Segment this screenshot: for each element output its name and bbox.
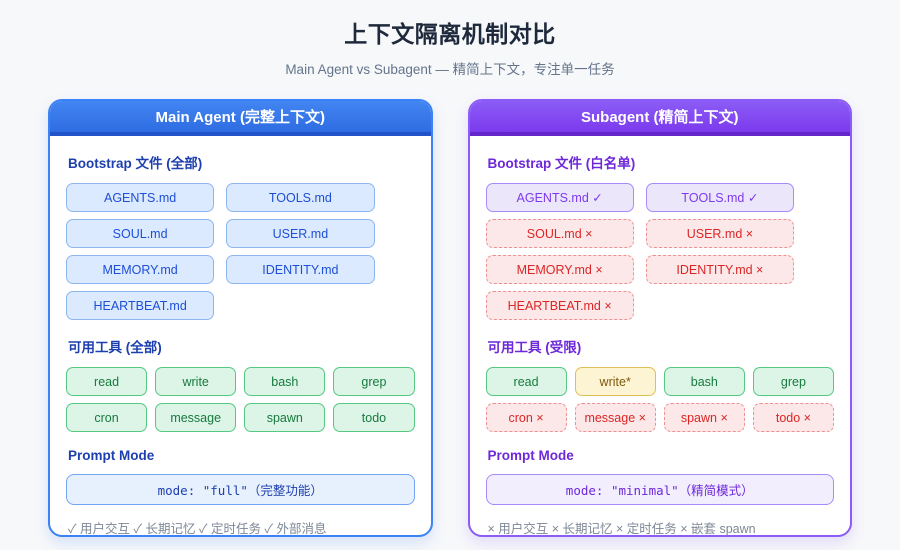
sub-capabilities-line: × 用户交互 × 长期记忆 × 定时任务 × 嵌套 spawn [487, 522, 756, 536]
tool-chip: message [155, 403, 237, 432]
tool-chip: todo [333, 403, 415, 432]
page-title: 上下文隔离机制对比 [344, 21, 556, 47]
sub-tools-heading: 可用工具 (受限) [487, 340, 582, 355]
file-chip: AGENTS.md ✓ [485, 183, 634, 212]
main-tools-heading: 可用工具 (全部) [68, 340, 162, 355]
main-agent-card-header: Main Agent (完整上下文) [50, 101, 431, 136]
main-files-grid: AGENTS.md TOOLS.md SOUL.md USER.md MEMOR… [66, 183, 375, 320]
tool-chip: spawn [244, 403, 326, 432]
tool-chip: cron [66, 403, 148, 432]
file-chip: TOOLS.md ✓ [645, 183, 794, 212]
sub-prompt-heading: Prompt Mode [487, 448, 574, 463]
file-chip: USER.md [226, 219, 375, 248]
file-chip: IDENTITY.md × [645, 255, 794, 284]
subagent-card-body: Bootstrap 文件 (白名单) AGENTS.md ✓ TOOLS.md … [470, 136, 851, 536]
file-chip: HEARTBEAT.md [66, 291, 215, 320]
tool-chip: read [485, 367, 567, 396]
main-prompt-mode-box: mode: "full"（完整功能） [66, 474, 415, 505]
main-files-heading: Bootstrap 文件 (全部) [68, 156, 203, 171]
page-subtitle: Main Agent vs Subagent — 精简上下文，专注单一任务 [285, 62, 615, 77]
subagent-card: Subagent (精简上下文) Bootstrap 文件 (白名单) AGEN… [467, 99, 852, 537]
tool-chip: bash [244, 367, 326, 396]
sub-tools-grid: read write* bash grep cron × message × s… [485, 367, 834, 432]
file-chip: SOUL.md × [485, 219, 634, 248]
main-capabilities-line: ✓ 用户交互 ✓ 长期记忆 ✓ 定时任务 ✓ 外部消息 [68, 522, 327, 536]
file-chip: MEMORY.md × [485, 255, 634, 284]
tool-chip: write* [574, 367, 656, 396]
tool-chip: todo × [752, 403, 834, 432]
main-agent-card: Main Agent (完整上下文) Bootstrap 文件 (全部) AGE… [48, 99, 433, 537]
tool-chip: cron × [485, 403, 567, 432]
subagent-card-header: Subagent (精简上下文) [469, 101, 850, 136]
comparison-cards: Main Agent (完整上下文) Bootstrap 文件 (全部) AGE… [0, 78, 900, 537]
tool-chip: write [155, 367, 237, 396]
tool-chip: spawn × [663, 403, 745, 432]
main-prompt-heading: Prompt Mode [68, 448, 155, 463]
tool-chip: grep [333, 367, 415, 396]
tool-chip: message × [574, 403, 656, 432]
file-chip: TOOLS.md [226, 183, 375, 212]
file-chip: IDENTITY.md [226, 255, 375, 284]
file-chip: MEMORY.md [66, 255, 215, 284]
sub-files-heading: Bootstrap 文件 (白名单) [487, 156, 636, 171]
file-chip: USER.md × [645, 219, 794, 248]
file-chip: SOUL.md [66, 219, 215, 248]
main-tools-grid: read write bash grep cron message spawn … [66, 367, 415, 432]
tool-chip: read [66, 367, 148, 396]
tool-chip: grep [752, 367, 834, 396]
sub-prompt-mode-box: mode: "minimal"（精简模式） [485, 474, 834, 505]
main-agent-card-body: Bootstrap 文件 (全部) AGENTS.md TOOLS.md SOU… [50, 136, 431, 536]
sub-files-grid: AGENTS.md ✓ TOOLS.md ✓ SOUL.md × USER.md… [485, 183, 794, 320]
tool-chip: bash [663, 367, 745, 396]
file-chip: AGENTS.md [66, 183, 215, 212]
page-header: 上下文隔离机制对比 Main Agent vs Subagent — 精简上下文… [0, 0, 900, 78]
file-chip: HEARTBEAT.md × [485, 291, 634, 320]
